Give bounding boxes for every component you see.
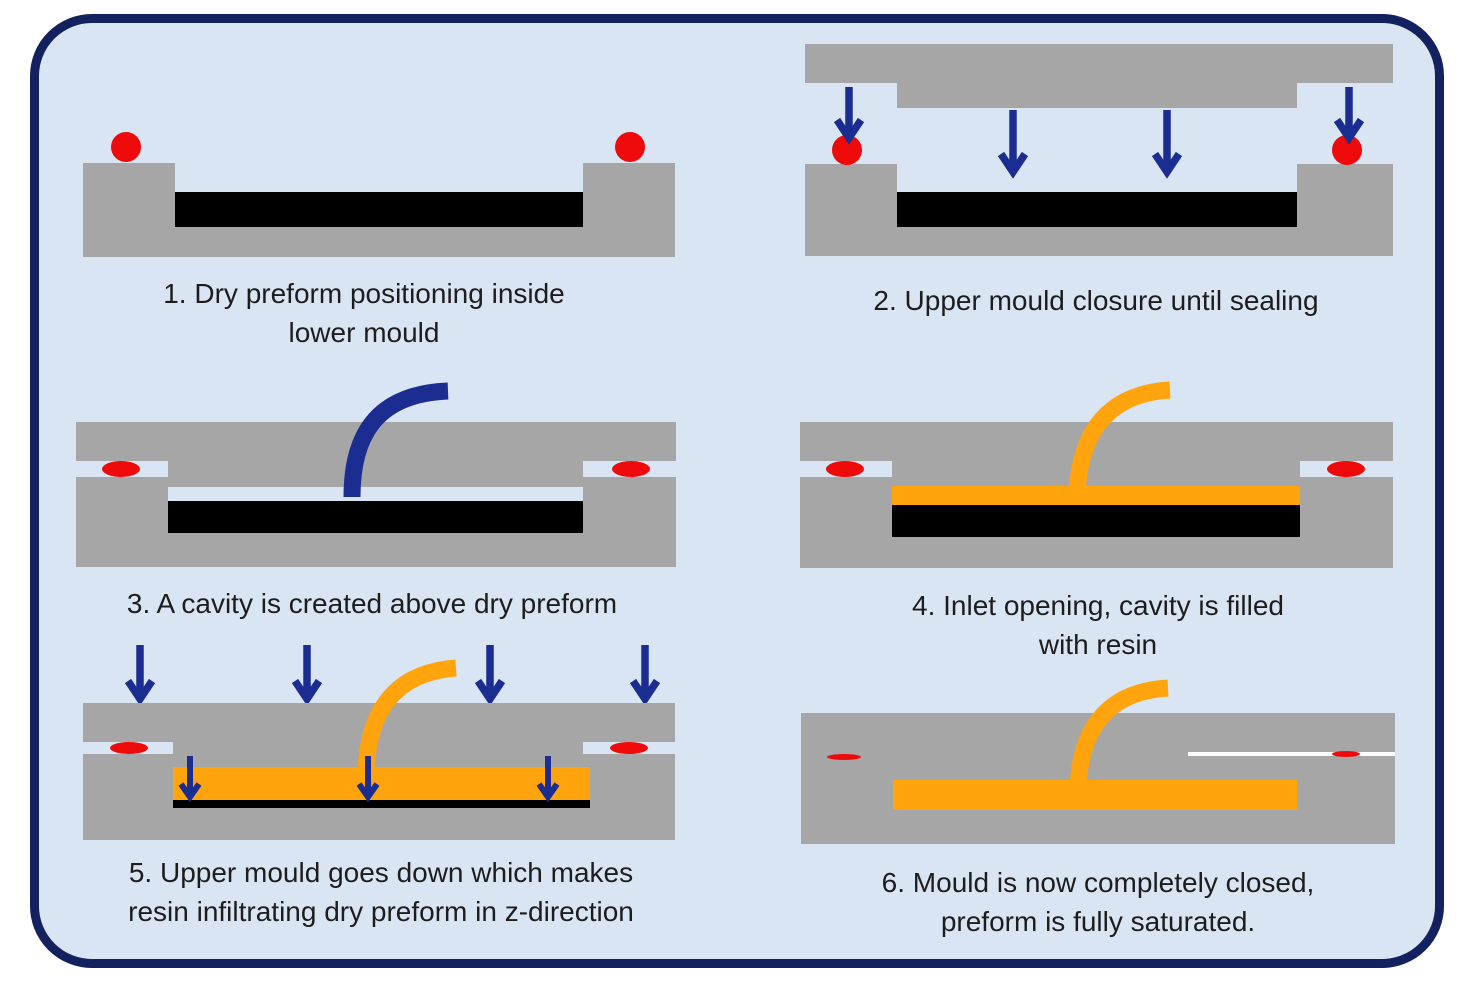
seal-left — [110, 742, 148, 754]
seal-left — [111, 132, 141, 162]
step-1-caption: 1. Dry preform positioning inside lower … — [44, 274, 684, 352]
seal-right — [1327, 461, 1365, 477]
step-3-figure — [76, 382, 676, 567]
resin-layer — [173, 767, 590, 800]
upper-mould-block — [897, 83, 1297, 108]
seal-right — [615, 132, 645, 162]
upper-mould-tongue — [892, 461, 1300, 486]
caption-line: 3. A cavity is created above dry preform — [126, 588, 618, 619]
seal-right — [1332, 135, 1362, 165]
step-2-caption: 2. Upper mould closure until sealing — [776, 281, 1416, 320]
caption-line: 4. Inlet opening, cavity is filled — [912, 590, 1284, 621]
dry-preform — [175, 192, 583, 227]
step-6-figure — [801, 679, 1395, 844]
infiltration-arrow — [536, 756, 560, 803]
seal-right — [612, 461, 650, 477]
caption-line: with resin — [1038, 629, 1158, 660]
seal-left-flattened — [827, 754, 861, 760]
infiltration-arrow — [178, 756, 202, 803]
closure-pressure-arrow — [1333, 87, 1365, 145]
press-arrow — [291, 645, 323, 706]
press-arrow — [474, 645, 506, 706]
caption-line: resin infiltrating dry preform in z-dire… — [128, 896, 634, 927]
lower-mould-base — [83, 227, 675, 257]
lower-mould-base — [83, 808, 675, 840]
press-arrow — [629, 645, 661, 706]
caption-line: 6. Mould is now completely closed, — [881, 867, 1315, 898]
step-4-figure — [800, 381, 1393, 568]
step-3-caption: 3. A cavity is created above dry preform — [52, 584, 692, 623]
caption-line: preform is fully saturated. — [940, 906, 1256, 937]
step-5-caption: 5. Upper mould goes down which makes res… — [61, 853, 701, 931]
press-arrow — [124, 645, 156, 706]
lower-mould-left-wall — [805, 164, 897, 227]
saturated-preform — [893, 780, 1297, 810]
caption-line: lower mould — [288, 317, 440, 348]
dry-preform — [168, 501, 583, 533]
sealing-gap-line — [1188, 752, 1395, 756]
dry-preform — [892, 505, 1300, 537]
caption-line: 2. Upper mould closure until sealing — [873, 285, 1319, 316]
seal-left — [832, 135, 862, 165]
caption-line: 5. Upper mould goes down which makes — [128, 857, 634, 888]
compressed-preform — [173, 800, 590, 808]
step-5-figure — [83, 645, 675, 840]
step-2-figure — [805, 44, 1393, 256]
upper-mould-tongue — [173, 742, 583, 767]
lower-mould-base — [76, 533, 676, 567]
closure-pressure-arrow — [833, 87, 865, 145]
lower-mould-right-wall — [583, 163, 675, 227]
closure-pressure-arrow — [1151, 110, 1183, 179]
step-4-caption: 4. Inlet opening, cavity is filled with … — [778, 586, 1418, 664]
seal-right-flattened — [1332, 751, 1360, 757]
closure-pressure-arrow — [997, 110, 1029, 179]
seal-left — [826, 461, 864, 477]
step-6-caption: 6. Mould is now completely closed, prefo… — [778, 863, 1418, 941]
infiltration-arrow — [356, 756, 380, 803]
inlet-tube-open — [1068, 381, 1171, 503]
upper-mould-tongue — [168, 461, 583, 487]
step-1-figure — [83, 132, 675, 257]
seal-right — [610, 742, 648, 754]
upper-mould-plate — [805, 44, 1393, 83]
seal-left — [102, 461, 140, 477]
dry-preform — [897, 192, 1297, 227]
lower-mould-left-wall — [83, 163, 175, 227]
resin-layer — [892, 486, 1300, 505]
lower-mould-base — [800, 537, 1393, 568]
caption-line: 1. Dry preform positioning inside — [163, 278, 565, 309]
lower-mould-right-wall — [1297, 164, 1393, 227]
lower-mould-base — [805, 227, 1393, 256]
inlet-tube-open — [1069, 679, 1169, 796]
inlet-tube-closed — [343, 382, 449, 498]
